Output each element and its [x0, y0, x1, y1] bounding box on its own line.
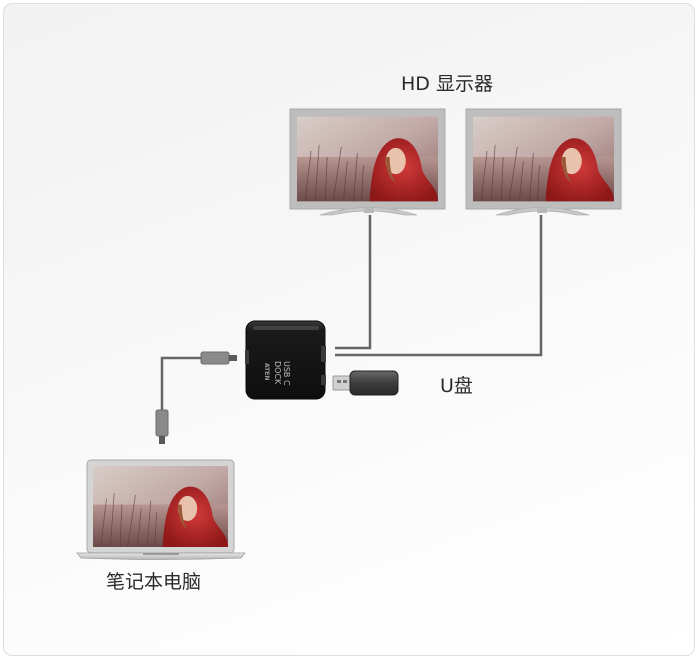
- cable-laptop-to-dock: [160, 356, 203, 411]
- dock-label-line2: DOCK: [273, 361, 282, 385]
- monitor-1: [289, 108, 446, 216]
- usb-c-dock: USB C DOCK ATEN: [245, 320, 326, 400]
- monitor-2: [465, 108, 622, 216]
- cables: [160, 215, 543, 411]
- cable-dock-to-monitor-1: [335, 215, 372, 350]
- dock-label-line1: USB C: [282, 361, 291, 386]
- connection-diagram: USB C DOCK ATEN: [76, 108, 622, 560]
- laptop-label: 笔记本电脑: [106, 571, 202, 593]
- usb-drive-label: U盘: [440, 375, 473, 397]
- cable-dock-to-monitor-2: [335, 215, 543, 357]
- usb-flash-drive: [332, 370, 399, 396]
- usb-c-plug-laptop: [155, 409, 169, 444]
- dock-brand: ATEN: [263, 363, 270, 380]
- hd-monitors-label: HD 显示器: [401, 73, 493, 95]
- usb-c-plug-dock: [200, 351, 237, 365]
- diagram-frame: USB C DOCK ATEN: [3, 3, 695, 656]
- laptop: [76, 459, 246, 560]
